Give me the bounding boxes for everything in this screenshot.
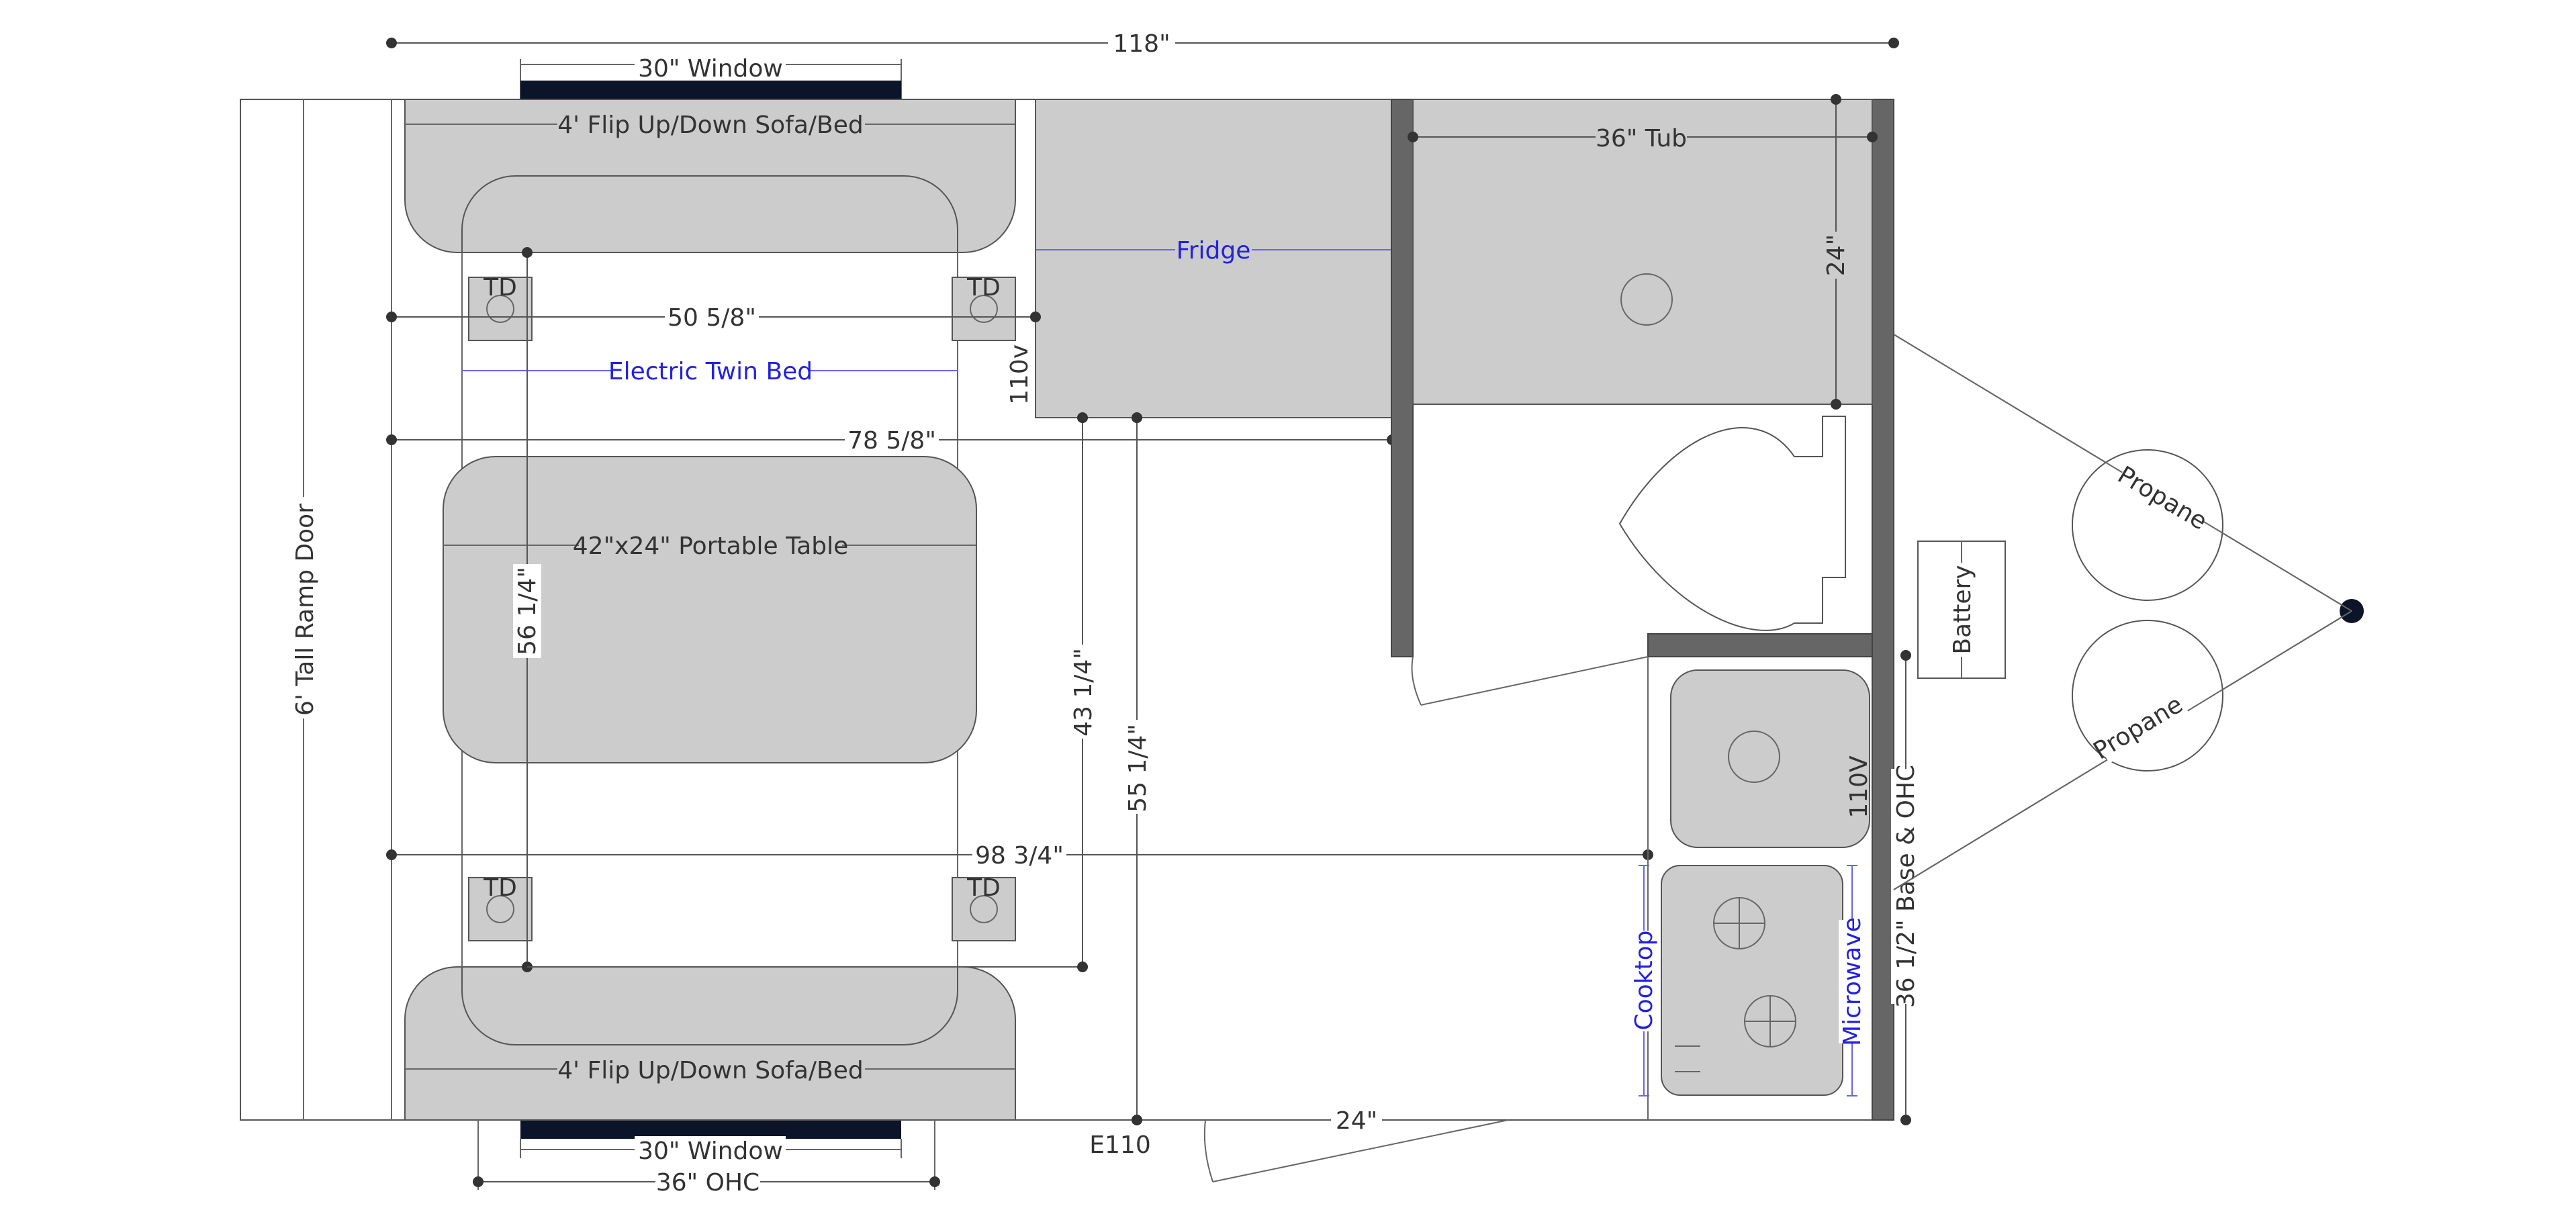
- outlet-110v-fridge: 110v: [1006, 344, 1033, 405]
- cooktop-microwave-unit: [1661, 865, 1843, 1096]
- cooktop-bracket: Cooktop: [1629, 865, 1659, 1096]
- window-bottom-label: 30" Window: [638, 1137, 783, 1165]
- tub-label: 36" Tub: [1596, 125, 1687, 152]
- door-width-label: 24": [1336, 1107, 1377, 1135]
- window-top-label: 30" Window: [638, 55, 783, 83]
- overall-length-dimension: 118": [386, 27, 1899, 58]
- overall-length-label: 118": [1113, 30, 1170, 58]
- outlet-110v-kitchen: 110V: [1845, 755, 1873, 819]
- base-ohc-label: 36 1/2" Base & OHC: [1892, 765, 1920, 1008]
- td-label: TD: [483, 274, 517, 301]
- td-label: TD: [483, 874, 517, 902]
- dim-78-label: 78 5/8": [847, 427, 936, 455]
- ohc-width-label: 36" OHC: [656, 1169, 760, 1197]
- bathroom-door-swing: [1411, 656, 1649, 706]
- dim-98-label: 98 3/4": [975, 842, 1064, 870]
- sofa-top-label: 4' Flip Up/Down Sofa/Bed: [557, 111, 863, 139]
- portable-table: 42"x24" Portable Table: [443, 456, 977, 763]
- dim-56-label: 56 1/4": [514, 567, 541, 655]
- kitchen-counter: Cooktop Microwave 110V: [1629, 657, 1873, 1120]
- td-actuator-top-right: TD: [952, 274, 1016, 341]
- battery: Battery: [1917, 541, 2006, 679]
- sofa-bottom-label: 4' Flip Up/Down Sofa/Bed: [557, 1057, 863, 1084]
- e110-label: E110: [1089, 1131, 1150, 1159]
- fridge-label: Fridge: [1177, 237, 1251, 265]
- sofa-bed-bottom: 4' Flip Up/Down Sofa/Bed: [404, 966, 1016, 1121]
- twin-bed-label: Electric Twin Bed: [608, 358, 813, 385]
- exterior-wall-right: [1872, 99, 1894, 1121]
- dimension-98-3-4: 98 3/4": [386, 839, 1653, 870]
- electric-twin-bed: Electric Twin Bed: [461, 175, 958, 1045]
- dim-50-label: 50 5/8": [668, 304, 756, 332]
- dimension-43-1-4: 43 1/4": [527, 412, 1097, 972]
- fridge: Fridge 110v: [1006, 99, 1392, 423]
- tub: 36" Tub 24": [1408, 94, 1878, 410]
- td-actuator-top-left: TD: [468, 274, 533, 341]
- td-actuator-bottom-right: TD: [952, 874, 1016, 941]
- toilet: [1618, 416, 1846, 631]
- window-top: 30" Window: [520, 54, 902, 99]
- battery-label: Battery: [1949, 565, 1976, 654]
- dimension-78-5-8: 78 5/8": [386, 424, 1397, 455]
- table-label: 42"x24" Portable Table: [573, 532, 848, 560]
- bathroom-wall-bottom: [1647, 633, 1873, 657]
- td-label: TD: [966, 874, 1001, 902]
- bathroom-wall-left: [1391, 99, 1414, 657]
- cooktop-label: Cooktop: [1630, 930, 1658, 1030]
- propane-tank-1: Propane: [1893, 334, 2352, 612]
- ramp-door: 6' Tall Ramp Door: [285, 99, 392, 1120]
- propane-tank-2: Propane: [1893, 610, 2352, 890]
- td-label: TD: [966, 274, 1001, 301]
- microwave-label: Microwave: [1839, 917, 1866, 1046]
- ramp-door-label: 6' Tall Ramp Door: [291, 504, 319, 716]
- entry-door: 24" E110: [1089, 1105, 1509, 1182]
- td-actuator-bottom-left: TD: [468, 874, 533, 941]
- sink: [1670, 669, 1870, 848]
- dim-55-label: 55 1/4": [1124, 724, 1152, 812]
- dim-43-label: 43 1/4": [1070, 648, 1097, 737]
- microwave-bracket: Microwave: [1839, 865, 1866, 1096]
- tub-depth-label: 24": [1823, 234, 1850, 276]
- dimension-50-5-8: 50 5/8": [386, 302, 1041, 332]
- window-bottom: 30" Window: [520, 1120, 902, 1165]
- ohc-width-dimension: 36" OHC: [473, 1120, 940, 1197]
- base-ohc-dimension: 36 1/2" Base & OHC: [1891, 650, 1921, 1125]
